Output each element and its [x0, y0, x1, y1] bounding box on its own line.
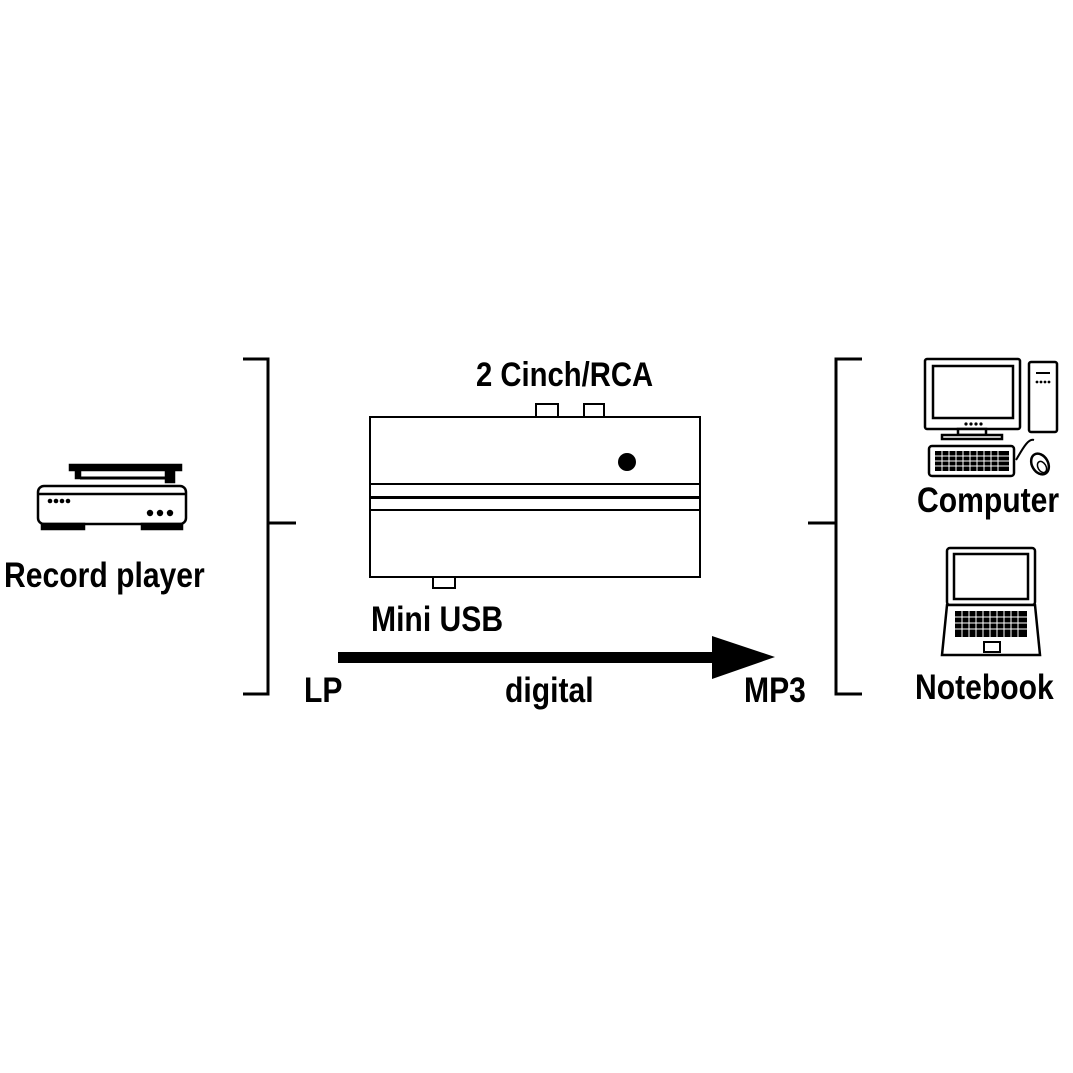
mp3-label: MP3 — [744, 671, 806, 710]
usb-audio-converter-icon — [369, 403, 701, 589]
computer-label: Computer — [917, 481, 1060, 520]
right-bracket — [808, 357, 862, 696]
conversion-arrow — [338, 636, 775, 679]
turntable-icon — [36, 463, 188, 531]
digital-label: digital — [505, 671, 594, 710]
lp-label: LP — [304, 671, 343, 710]
laptop-icon — [940, 546, 1042, 657]
mini-usb-label: Mini USB — [371, 600, 504, 639]
desktop-computer-icon — [923, 357, 1059, 478]
notebook-label: Notebook — [915, 668, 1054, 707]
record-player-label: Record player — [4, 556, 205, 595]
left-bracket — [243, 357, 296, 696]
cinch-rca-label: 2 Cinch/RCA — [476, 356, 654, 394]
